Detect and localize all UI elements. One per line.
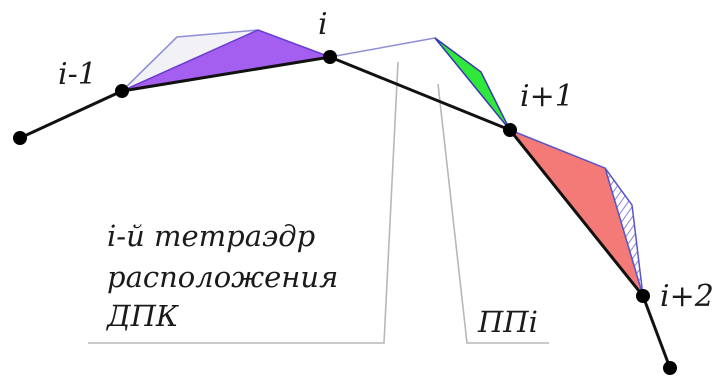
node-end: [663, 361, 677, 375]
caption-leader-line: [88, 61, 399, 344]
leader-lines: [88, 61, 549, 344]
node-i: [323, 50, 337, 64]
tetrahedron-green-face: [434, 37, 511, 131]
node-i-plus-2: [636, 289, 650, 303]
node-start: [13, 131, 27, 145]
caption-line-1: i-й тетраэдр: [107, 219, 315, 253]
nodes: [13, 50, 677, 375]
node-i-plus-1: [503, 123, 517, 137]
label-node-i-plus-2: i+2: [660, 279, 712, 314]
node-i-minus-1: [115, 84, 129, 98]
label-node-i-minus-1: i-1: [58, 57, 97, 92]
tetrahedron-ghost-edge: [121, 36, 178, 92]
label-node-i-plus-1: i+1: [520, 79, 574, 114]
pp-label: ППi: [477, 305, 538, 339]
main-polyline: [19, 55, 672, 369]
caption-line-3: ДПК: [105, 299, 180, 333]
caption-line-2: расположения: [107, 260, 338, 294]
pp-leader-line: [437, 83, 549, 344]
label-node-i: i: [318, 7, 328, 42]
tetrahedron-purple: [119, 29, 333, 93]
